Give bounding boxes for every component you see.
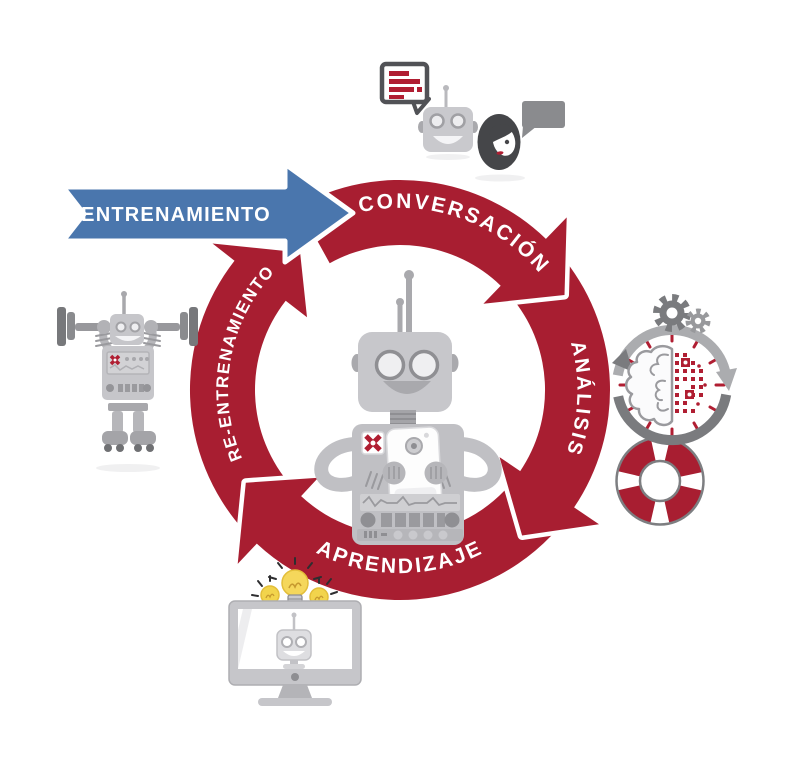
arrow-analisis: [499, 260, 611, 536]
segmented-donut-icon: [615, 436, 705, 526]
bulb-filament: [314, 595, 324, 601]
cycle-ring: [189, 179, 611, 601]
robot-eye: [281, 636, 293, 648]
antenna-tip: [121, 291, 127, 297]
chest-cross-badge: [361, 431, 385, 455]
bulb-rays: [251, 557, 338, 597]
robot-eye: [295, 636, 307, 648]
arrow-conversacion: [298, 179, 567, 304]
gear-icon-small: [685, 308, 711, 334]
antenna-tip: [396, 298, 404, 306]
training-icon: [57, 291, 198, 472]
roller-skate: [130, 431, 156, 445]
skate-wheels: [104, 444, 154, 452]
learning-icon: [228, 557, 362, 706]
analysis-icon: [612, 294, 737, 446]
robot-leg: [112, 411, 123, 433]
chatbot-head-icon: [418, 85, 478, 152]
circuit-node-dot: [687, 392, 692, 397]
robot-eye: [429, 113, 445, 129]
antenna-tip: [443, 85, 449, 91]
barbell-right: [152, 307, 198, 346]
woman-lips: [496, 151, 504, 155]
robot-eye: [408, 349, 440, 381]
donut-white-segments: [617, 438, 703, 524]
robot-eye: [450, 113, 466, 129]
antenna-tip: [404, 270, 414, 280]
donut-inner-outline: [638, 459, 682, 503]
bubble-tail: [522, 126, 537, 138]
monitor-power-button: [291, 673, 299, 681]
entrenamiento-arrow-shape: [60, 161, 356, 265]
bulb-filament: [265, 593, 275, 599]
robot-head: [358, 332, 452, 412]
antenna-tip: [291, 612, 297, 618]
robot-head-shadow: [426, 154, 470, 160]
conversation-icon: [379, 61, 565, 182]
barbell-left: [57, 307, 103, 346]
screen-robot-icon: [276, 612, 312, 669]
bulb-large: [281, 569, 309, 597]
robot-hands: [382, 461, 448, 485]
body-buttons: [360, 512, 460, 528]
robot-arm-left: [314, 437, 369, 492]
bulb-filament: [288, 582, 302, 589]
gear-icon-large: [653, 294, 691, 332]
roller-skate: [102, 431, 128, 445]
robot-head: [423, 107, 473, 152]
robot-hand: [144, 320, 158, 334]
phone-camera-lens: [410, 442, 417, 449]
robot-eye: [129, 321, 141, 333]
arm-springs: [95, 332, 161, 347]
waveform-panel: [360, 494, 460, 511]
robot-hips: [108, 403, 148, 411]
arrow-re-entrenamiento: [189, 243, 307, 531]
woman-shadow: [475, 174, 525, 182]
waveform-line: [362, 495, 457, 508]
body-buttons: [106, 384, 151, 392]
monitor-base: [258, 698, 332, 706]
circuit-node-dot: [683, 360, 688, 365]
robot-shadow: [96, 464, 160, 472]
screen-reflection: [238, 609, 252, 669]
woman-fringe: [489, 124, 514, 142]
sync-arrowhead-dark: [612, 349, 633, 372]
robot-arm-right: [447, 437, 502, 492]
robot-smile: [433, 136, 463, 144]
robot-eye: [374, 349, 406, 381]
robot-hand: [97, 320, 111, 334]
chest-cross-badge: [109, 354, 121, 366]
input-arrow: ENTRENAMIENTO: [60, 161, 356, 265]
robot-neck: [290, 660, 298, 665]
chat-bubble-filled: [522, 101, 565, 138]
robot-smile: [115, 336, 141, 341]
center-robot-icon: [314, 270, 502, 545]
sync-arrowhead-light: [716, 368, 737, 391]
woman-eye: [504, 139, 510, 145]
brain-left-half: [625, 344, 674, 427]
bubble-text-lines: [389, 71, 422, 99]
robot-smile: [383, 381, 431, 394]
robot-smile: [283, 651, 305, 656]
phone-flash: [423, 432, 429, 438]
robot-eye: [115, 321, 127, 333]
panel-dots: [125, 357, 149, 361]
monitor-icon: [228, 600, 362, 706]
woman-head-icon: [477, 114, 521, 170]
robot-leg: [133, 411, 144, 433]
entrenamiento-label: ENTRENAMIENTO: [81, 204, 271, 226]
strip-details: [364, 530, 448, 540]
robot-shoulders: [283, 664, 305, 669]
panel-waveform: [109, 364, 145, 371]
monitor-stand: [278, 685, 312, 698]
chat-bubble-outlined: [379, 61, 431, 115]
sync-arc-dark: [613, 393, 732, 446]
bubble-body: [522, 101, 565, 128]
brain-folds: [649, 353, 669, 412]
